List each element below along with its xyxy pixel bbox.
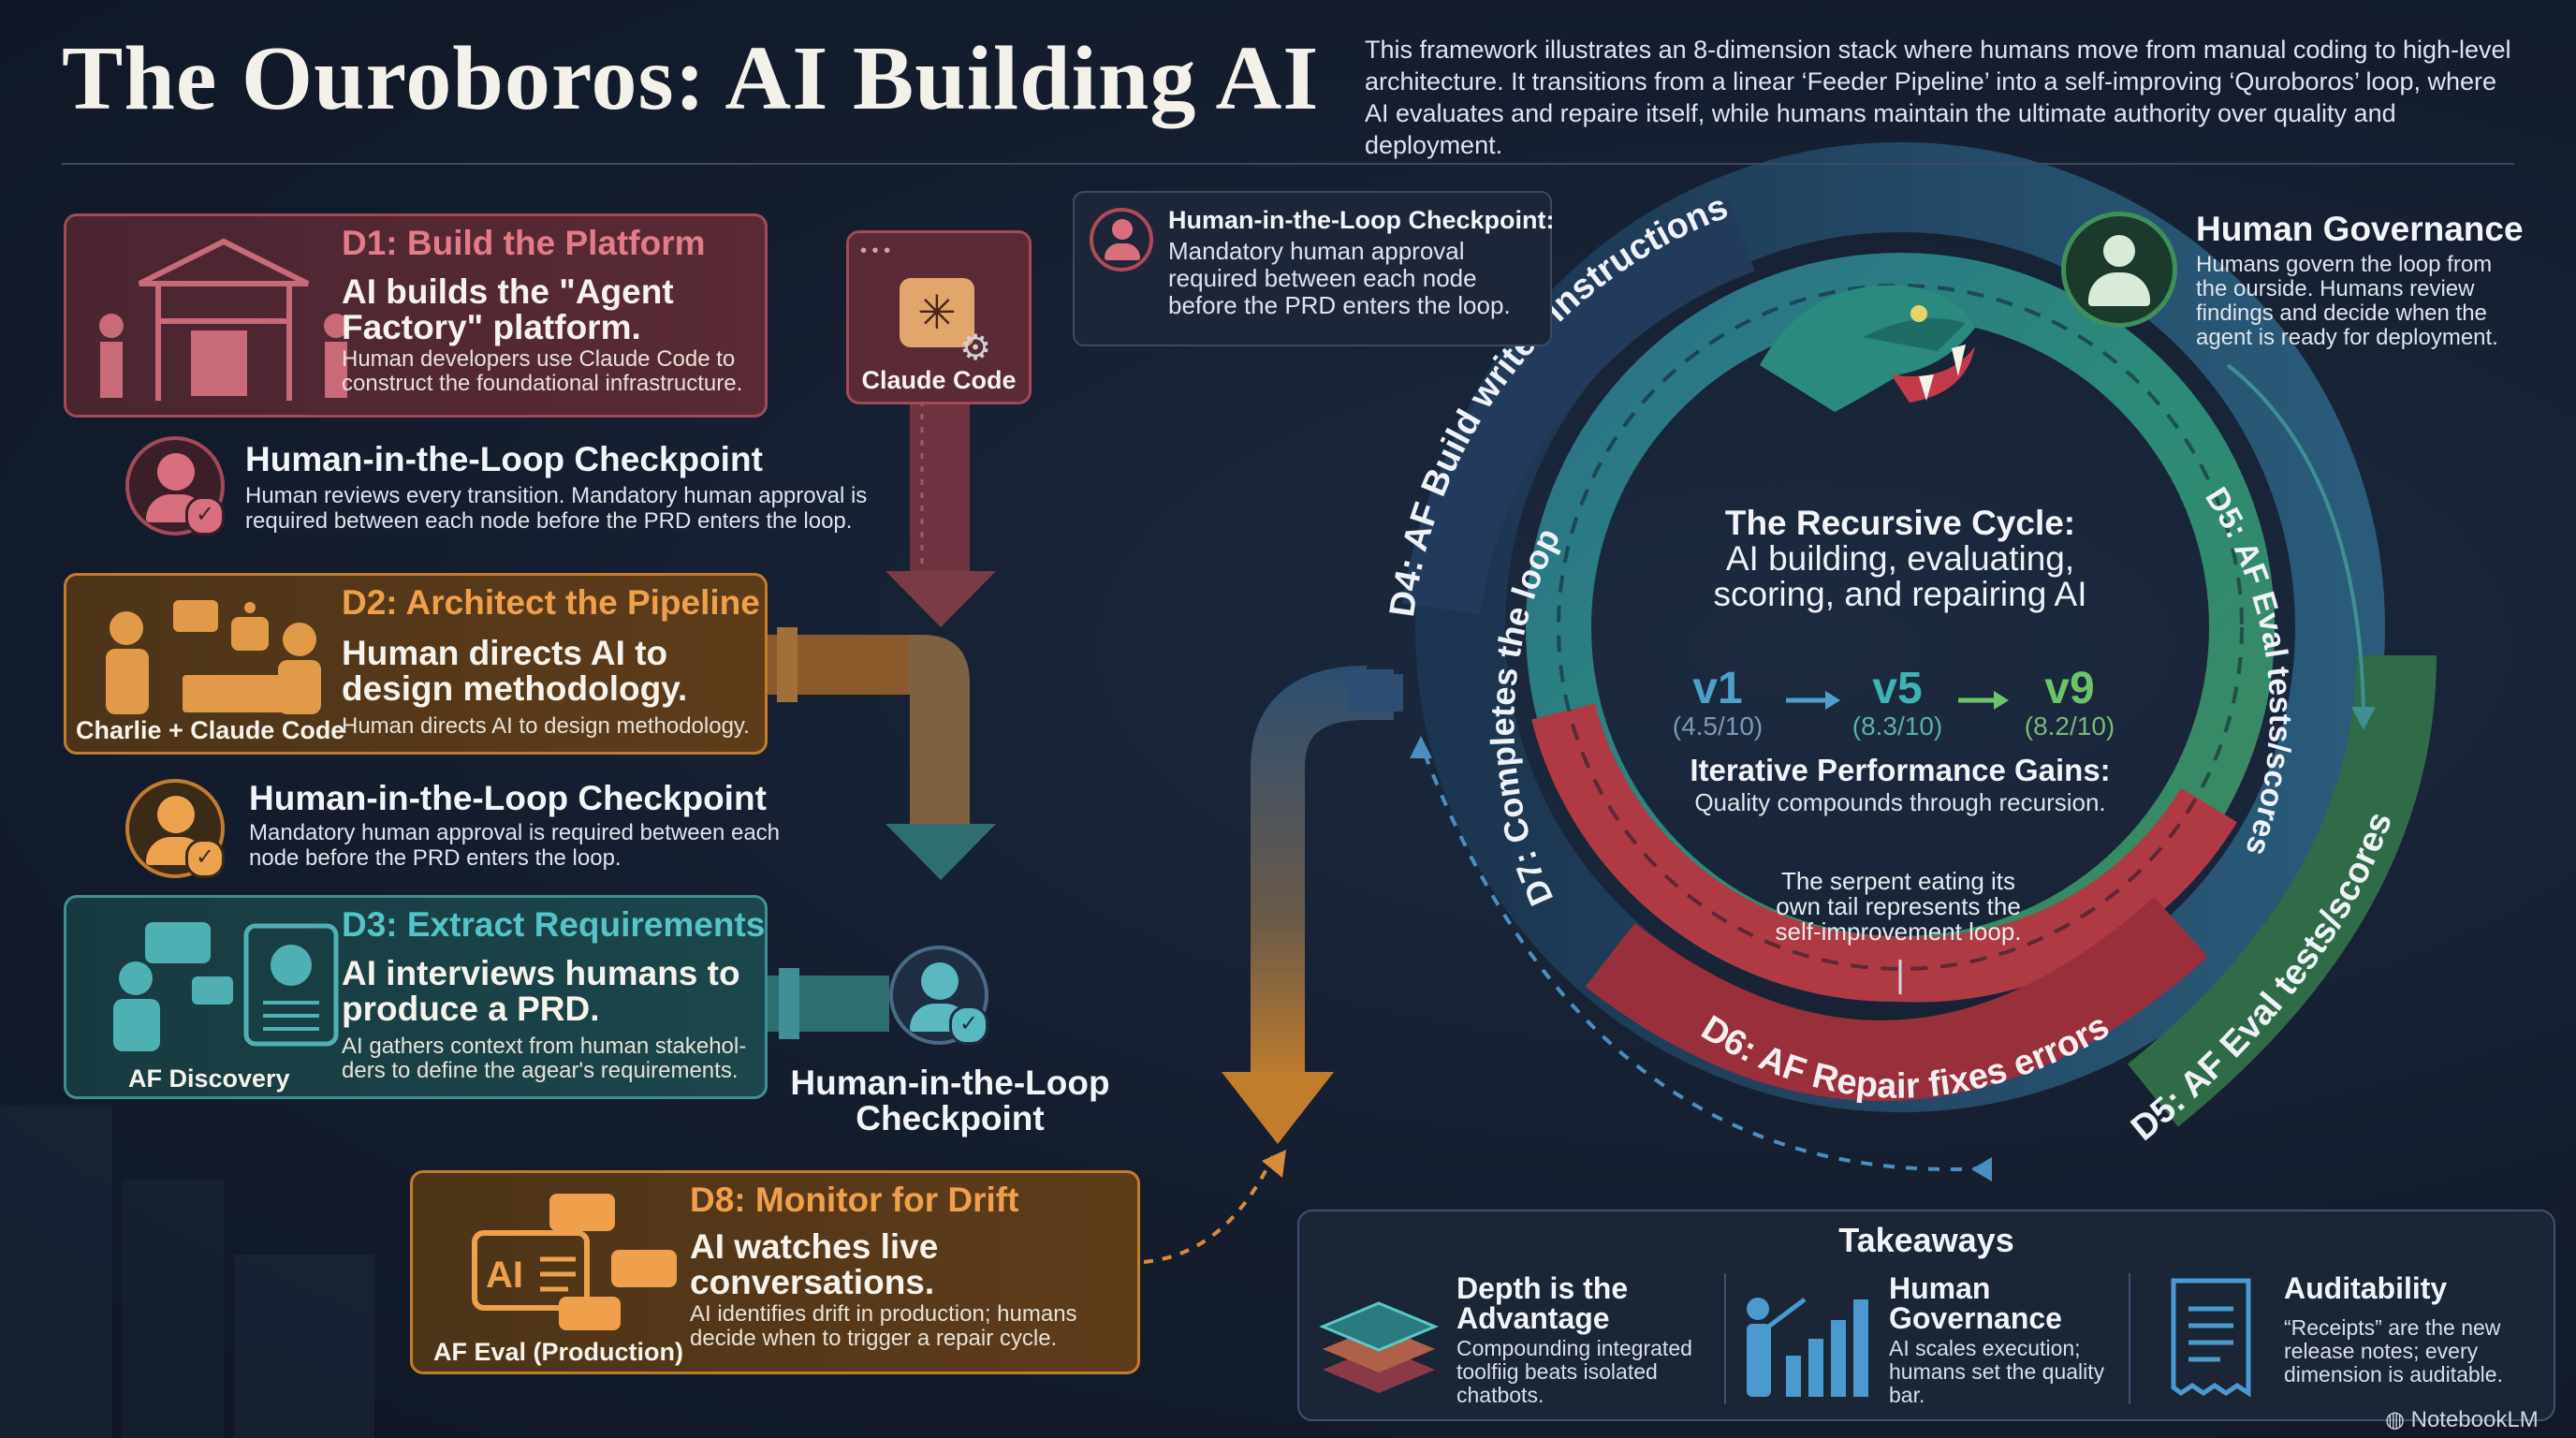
d1-heading: D1: Build the Platform [342, 224, 706, 262]
layers-icon [1319, 1301, 1439, 1393]
d2-panel: Charlie + Claude Code D2: Architect the … [64, 573, 768, 755]
page-title: The Ouroboros: AI Building AI [62, 28, 1320, 129]
d8-bold: AI watches live conversations. [690, 1227, 939, 1301]
arrow-d1-d2 [886, 571, 996, 627]
brand-text: NotebookLM [2410, 1407, 2539, 1432]
checkpoint1-body: Human reviews every transition. Mandator… [245, 483, 868, 534]
header-divider [62, 163, 2514, 165]
checkpoint3-icon: ✓ [889, 946, 988, 1045]
svg-text:AI: AI [486, 1255, 523, 1296]
checkpoint2-icon: ✓ [125, 779, 225, 878]
version-arrows [1786, 691, 2009, 710]
arrow-to-d8 [1222, 1072, 1334, 1144]
version-v1-score: (4.5/10) [1672, 712, 1764, 741]
check-icon: ✓ [949, 1005, 988, 1045]
top-checkpoint-body: Mandatory human approval required betwee… [1168, 237, 1511, 319]
cycle-subtitle: AI building, evaluating, scoring, and re… [1713, 539, 2087, 613]
version-v5-score: (8.3/10) [1852, 712, 1943, 741]
growth-chart-icon [1747, 1298, 1868, 1397]
check-icon: ✓ [185, 496, 225, 536]
version-v9-score: (8.2/10) [2024, 712, 2115, 741]
check-icon: ✓ [185, 839, 225, 878]
takeaways-divider [2129, 1273, 2130, 1404]
checkpoint2-title: Human-in-the-Loop Checkpoint [249, 779, 767, 817]
takeaway2-body: AI scales execution; humans set the qual… [1889, 1336, 2105, 1407]
d8-body: AI identifies drift in production; human… [690, 1301, 1077, 1351]
takeaway3-body: “Receipts” are the new release notes; ev… [2284, 1315, 2503, 1387]
serpent-red-section [1531, 703, 2237, 1003]
top-checkpoint-title: Human-in-the-Loop Checkpoint: [1168, 206, 1555, 234]
d2-body: Human directs AI to design methodology. [342, 713, 750, 739]
gains-subtitle: Quality compounds through recursion. [1694, 788, 2106, 816]
governance-title: Human Governance [2196, 210, 2524, 248]
d1-bold: AI builds the "Agent Factory" platform. [342, 272, 674, 346]
takeaway2-title: Human Governance [1889, 1271, 2062, 1335]
pipe-bend [908, 635, 970, 824]
governance-body: Humans govern the loop from the ourside.… [2196, 252, 2498, 350]
gear-icon: ⚙ [959, 329, 992, 368]
gains-title: Iterative Performance Gains: [1690, 753, 2111, 787]
takeaway1-body: Compounding integrated toolfiig beats is… [1456, 1336, 1692, 1407]
takeaways-divider [1724, 1273, 1726, 1404]
takeaway3-title: Auditability [2284, 1271, 2448, 1305]
pipe-d2-flange [777, 627, 798, 702]
takeaway1-title: Depth is the Advantage [1456, 1271, 1629, 1335]
d8-heading: D8: Monitor for Drift [690, 1181, 1019, 1219]
governance-arrow [2226, 363, 2365, 712]
checkpoint3-title: Human-in-the-Loop Checkpoint [790, 1064, 1110, 1137]
d3-body: AI gathers context from human stakehol-d… [342, 1034, 747, 1083]
serpent-head [1760, 285, 1975, 412]
claude-code-box: • • • ✳ ⚙ Claude Code [846, 230, 1032, 404]
d8-dashed-arrow [1143, 1155, 1275, 1264]
takeaways-heading: Takeaways [1838, 1221, 2014, 1259]
checkpoint2-body: Mandatory human approval is required bet… [249, 820, 781, 871]
d3-panel: AF Discovery D3: Extract Requirements AI… [64, 895, 768, 1099]
window-dots-icon: • • • [860, 241, 891, 261]
pipe-d3-flange [779, 968, 799, 1039]
cycle-title: The Recursive Cycle: [1724, 504, 2076, 542]
checkpoint1-icon: ✓ [125, 436, 225, 536]
person-icon [1090, 208, 1153, 271]
serpent-note: The serpent eating its own tail represen… [1775, 867, 2022, 946]
d6-banner [1585, 897, 2208, 1101]
takeaways-panel: Takeaways Depth is the Advantage Compoun… [1297, 1210, 2555, 1421]
receipt-icon [2171, 1278, 2251, 1398]
intro-text: This framework illustrates an 8-dimensio… [1365, 36, 2511, 159]
d2-heading: D2: Architect the Pipeline [342, 583, 760, 622]
version-v5: v5 [1872, 664, 1923, 713]
team-icon [106, 600, 321, 714]
d3-bold: AI interviews humans to produce a PRD. [342, 954, 740, 1028]
d8-panel: AI AF Eval (Production) D8: Monitor for … [410, 1170, 1140, 1374]
claude-logo-icon: ✳ [900, 278, 974, 347]
return-pipe [1251, 666, 1394, 1086]
d1-panel: D1: Build the Platform AI builds the "Ag… [64, 213, 768, 418]
d4-banner [1402, 197, 1755, 614]
serpent-scales [1557, 284, 2244, 971]
version-v1: v1 [1692, 664, 1743, 713]
top-checkpoint-box: Human-in-the-Loop Checkpoint: Mandatory … [1073, 191, 1555, 346]
brand-icon: ◍ [2385, 1407, 2411, 1432]
d2-bold: Human directs AI to design methodology. [342, 634, 688, 708]
d1-body: Human developers use Claude Code to cons… [342, 346, 743, 396]
d2-caption: Charlie + Claude Code [76, 716, 345, 744]
pipe-d1 [910, 370, 970, 585]
construction-icon [99, 238, 348, 401]
d8-caption: AF Eval (Production) [433, 1338, 684, 1366]
d8-dashed-arrowhead [1262, 1150, 1286, 1178]
background-blocks [0, 1105, 374, 1438]
brand-label: ◍ NotebookLM [2385, 1406, 2539, 1433]
governance-icon [2061, 212, 2177, 328]
checkpoint1-title: Human-in-the-Loop Checkpoint [245, 440, 763, 478]
d3-caption: AF Discovery [128, 1064, 290, 1093]
claude-code-label: Claude Code [861, 366, 1017, 394]
d3-heading: D3: Extract Requirements [342, 905, 766, 944]
eval-chat-icon: AI [472, 1194, 677, 1330]
interview-icon [113, 922, 339, 1051]
d5-outer-banner [2127, 654, 2437, 1127]
version-v9: v9 [2044, 664, 2095, 713]
arrow-d2-d3 [886, 824, 996, 880]
